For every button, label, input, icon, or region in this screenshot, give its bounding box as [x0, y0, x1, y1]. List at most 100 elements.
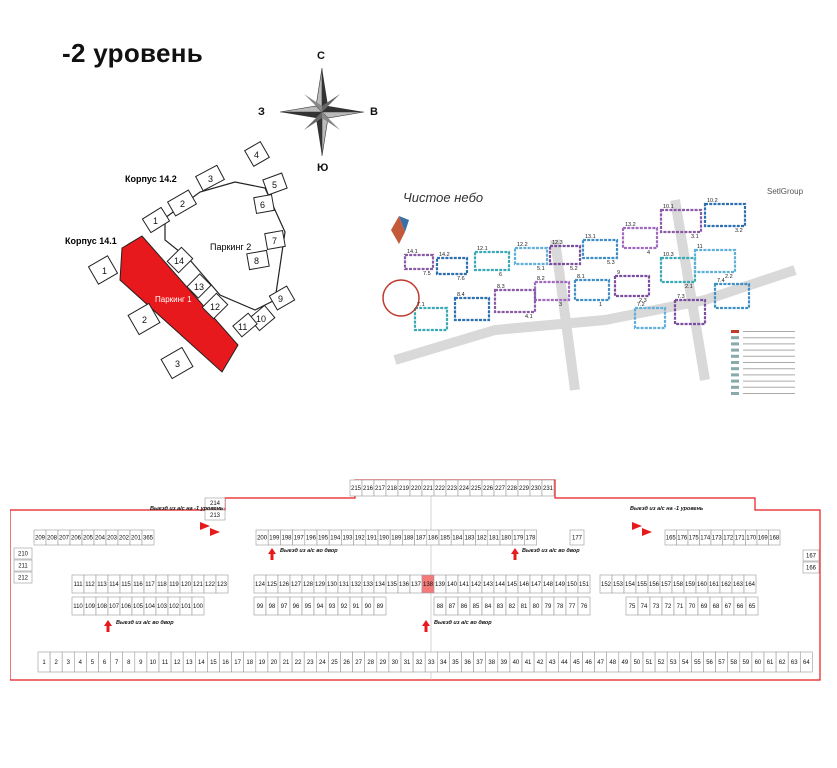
- parking-space[interactable]: 194: [328, 529, 342, 546]
- parking-space[interactable]: 121: [191, 574, 205, 594]
- parking-space[interactable]: 143: [481, 574, 495, 594]
- parking-space[interactable]: 9: [134, 651, 148, 673]
- parking-space[interactable]: 6: [98, 651, 111, 673]
- parking-space[interactable]: 129: [313, 574, 327, 594]
- parking-space[interactable]: 220: [409, 479, 423, 497]
- parking-space[interactable]: 66: [733, 596, 747, 616]
- parking-space[interactable]: 99: [253, 596, 267, 616]
- parking-space[interactable]: 185: [438, 529, 452, 546]
- parking-space[interactable]: 54: [678, 651, 692, 673]
- parking-space[interactable]: 29: [376, 651, 390, 673]
- parking-space[interactable]: 97: [277, 596, 291, 616]
- parking-space[interactable]: 176: [676, 529, 689, 546]
- parking-space[interactable]: 86: [457, 596, 471, 616]
- parking-space[interactable]: 168: [768, 529, 781, 546]
- parking-space[interactable]: 79: [541, 596, 555, 616]
- parking-space[interactable]: 158: [671, 574, 685, 594]
- parking-space[interactable]: 162: [719, 574, 733, 594]
- parking-space[interactable]: 177: [569, 529, 585, 546]
- parking-space[interactable]: 105: [131, 596, 145, 616]
- parking-space[interactable]: 211: [13, 559, 33, 572]
- parking-space[interactable]: 149: [553, 574, 567, 594]
- parking-space[interactable]: 60: [751, 651, 765, 673]
- parking-space[interactable]: 138: [421, 574, 435, 594]
- parking-space[interactable]: 180: [499, 529, 513, 546]
- parking-space[interactable]: 179: [511, 529, 525, 546]
- parking-space[interactable]: 120: [179, 574, 193, 594]
- parking-space[interactable]: 53: [666, 651, 680, 673]
- parking-space[interactable]: 51: [642, 651, 656, 673]
- parking-space[interactable]: 229: [517, 479, 531, 497]
- parking-space[interactable]: 132: [349, 574, 363, 594]
- parking-space[interactable]: 148: [541, 574, 555, 594]
- parking-space[interactable]: 96: [289, 596, 303, 616]
- parking-space[interactable]: 187: [414, 529, 428, 546]
- parking-space[interactable]: 50: [630, 651, 644, 673]
- parking-space[interactable]: 186: [426, 529, 440, 546]
- parking-space[interactable]: 174: [699, 529, 712, 546]
- parking-space[interactable]: 42: [533, 651, 547, 673]
- parking-space[interactable]: 175: [687, 529, 700, 546]
- parking-space[interactable]: 65: [745, 596, 759, 616]
- parking-space[interactable]: 173: [710, 529, 723, 546]
- parking-space[interactable]: 24: [315, 651, 329, 673]
- parking-space[interactable]: 87: [445, 596, 459, 616]
- parking-space[interactable]: 46: [582, 651, 595, 673]
- parking-space[interactable]: 47: [594, 651, 607, 673]
- parking-space[interactable]: 35: [449, 651, 462, 673]
- parking-space[interactable]: 150: [565, 574, 579, 594]
- parking-space[interactable]: 52: [654, 651, 668, 673]
- parking-space[interactable]: 102: [167, 596, 181, 616]
- parking-space[interactable]: 85: [469, 596, 483, 616]
- parking-space[interactable]: 210: [13, 547, 33, 560]
- parking-space[interactable]: 163: [731, 574, 745, 594]
- parking-space[interactable]: 43: [545, 651, 559, 673]
- parking-space[interactable]: 157: [659, 574, 673, 594]
- parking-space[interactable]: 130: [325, 574, 339, 594]
- parking-space[interactable]: 166: [802, 561, 820, 574]
- parking-space[interactable]: 82: [505, 596, 519, 616]
- parking-space[interactable]: 36: [461, 651, 474, 673]
- parking-space[interactable]: 193: [341, 529, 354, 546]
- parking-space[interactable]: 216: [361, 479, 375, 497]
- parking-space[interactable]: 222: [433, 479, 447, 497]
- parking-space[interactable]: 93: [325, 596, 339, 616]
- parking-space[interactable]: 190: [377, 529, 391, 546]
- parking-space[interactable]: 209: [33, 529, 47, 546]
- parking-space[interactable]: 160: [695, 574, 709, 594]
- parking-space[interactable]: 155: [635, 574, 649, 594]
- parking-space[interactable]: 128: [301, 574, 315, 594]
- parking-space[interactable]: 59: [739, 651, 753, 673]
- parking-space[interactable]: 12: [170, 651, 184, 673]
- parking-space[interactable]: 81: [517, 596, 531, 616]
- parking-space[interactable]: 230: [529, 479, 543, 497]
- parking-space[interactable]: 11: [158, 651, 172, 673]
- parking-space[interactable]: 34: [436, 651, 450, 673]
- parking-space[interactable]: 119: [167, 574, 181, 594]
- parking-space[interactable]: 109: [83, 596, 97, 616]
- parking-space[interactable]: 45: [570, 651, 583, 673]
- parking-space[interactable]: 223: [445, 479, 459, 497]
- parking-space[interactable]: 49: [618, 651, 632, 673]
- parking-space[interactable]: 161: [707, 574, 721, 594]
- parking-space[interactable]: 74: [637, 596, 651, 616]
- parking-space[interactable]: 219: [397, 479, 411, 497]
- parking-space[interactable]: 192: [353, 529, 367, 546]
- parking-space[interactable]: 116: [131, 574, 145, 594]
- parking-space[interactable]: 203: [105, 529, 119, 546]
- parking-space[interactable]: 208: [45, 529, 59, 546]
- parking-space[interactable]: 122: [203, 574, 217, 594]
- parking-space[interactable]: 146: [517, 574, 531, 594]
- parking-space[interactable]: 125: [265, 574, 279, 594]
- parking-space[interactable]: 200: [255, 529, 269, 546]
- parking-space[interactable]: 91: [349, 596, 363, 616]
- parking-space[interactable]: 23: [303, 651, 317, 673]
- parking-space[interactable]: 212: [13, 571, 33, 584]
- parking-space[interactable]: 221: [421, 479, 435, 497]
- parking-space[interactable]: 124: [253, 574, 267, 594]
- parking-space[interactable]: 201: [129, 529, 143, 546]
- parking-space[interactable]: 70: [685, 596, 699, 616]
- parking-space[interactable]: 127: [289, 574, 303, 594]
- parking-space[interactable]: 16: [219, 651, 232, 673]
- parking-space[interactable]: 76: [577, 596, 591, 616]
